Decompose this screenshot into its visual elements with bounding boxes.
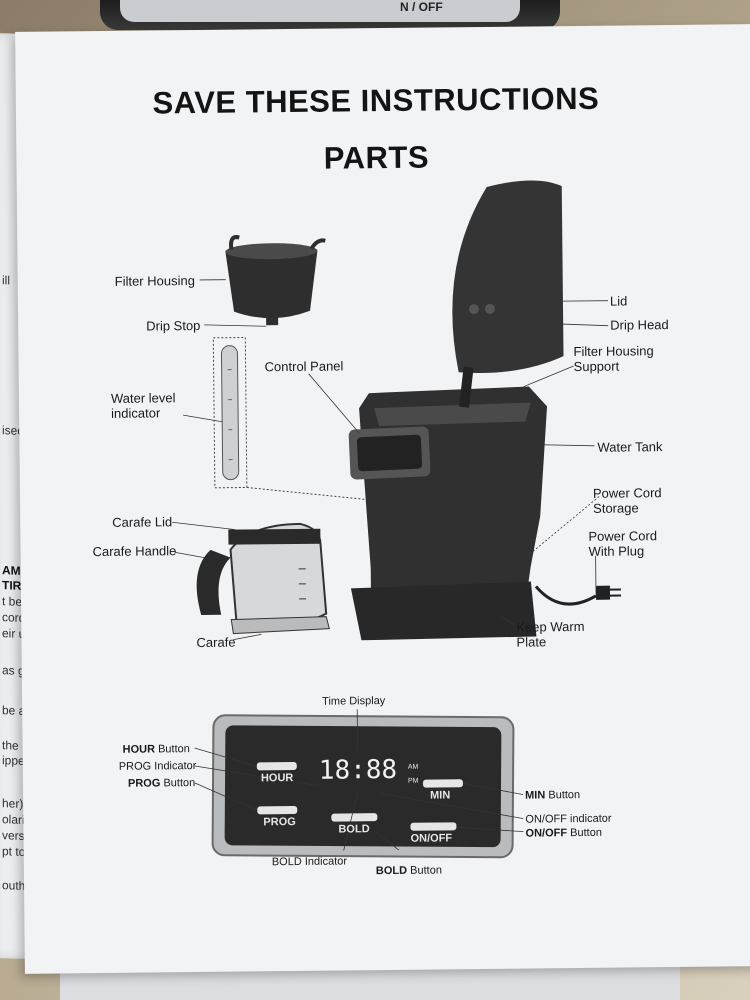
panel-prog-text: PROG bbox=[263, 815, 296, 829]
parts-diagram bbox=[172, 180, 622, 859]
label-control-panel: Control Panel bbox=[264, 358, 344, 375]
manual-page: SAVE THESE INSTRUCTIONS PARTS bbox=[15, 24, 750, 974]
label-keep-warm-1: Keep Warm bbox=[516, 618, 585, 635]
panel-bold-text: BOLD bbox=[338, 823, 370, 836]
appliance-label: N / OFF bbox=[400, 0, 443, 14]
panel-onoff-text: ON/OFF bbox=[410, 832, 453, 845]
label-filter-support-2: Support bbox=[573, 358, 620, 375]
label-onoff-button: ON/OFF Button bbox=[525, 826, 602, 840]
panel-pm-indicator: PM bbox=[407, 777, 419, 785]
coffee-maker-illustration bbox=[348, 180, 622, 641]
label-cord-plug-1: Power Cord bbox=[588, 528, 658, 544]
label-carafe-lid: Carafe Lid bbox=[112, 514, 173, 530]
label-filter-support-1: Filter Housing bbox=[573, 343, 654, 360]
panel-min-text: MIN bbox=[430, 789, 451, 802]
panel-clock-display: 18:88 bbox=[318, 754, 398, 786]
label-carafe-handle: Carafe Handle bbox=[92, 543, 177, 560]
label-cord-storage-2: Storage bbox=[593, 500, 639, 516]
label-water-tank: Water Tank bbox=[597, 439, 663, 455]
leader-lines bbox=[172, 279, 609, 641]
left-text: the bbox=[2, 738, 19, 753]
label-carafe: Carafe bbox=[196, 634, 236, 651]
label-cord-plug-2: With Plug bbox=[588, 543, 645, 559]
label-keep-warm-2: Plate bbox=[516, 634, 547, 650]
label-bold-button: BOLD Button bbox=[375, 864, 442, 878]
control-panel-illustration bbox=[194, 709, 524, 859]
filter-housing-illustration bbox=[225, 235, 326, 326]
carafe-illustration bbox=[196, 522, 330, 635]
panel-am-indicator: AM bbox=[407, 763, 419, 771]
label-lid: Lid bbox=[609, 293, 628, 309]
label-hour-button: HOUR Button bbox=[122, 743, 190, 756]
label-drip-stop: Drip Stop bbox=[146, 317, 201, 334]
label-min-button: MIN Button bbox=[525, 788, 581, 802]
label-filter-housing: Filter Housing bbox=[114, 273, 195, 289]
label-bold-indicator: BOLD Indicator bbox=[271, 855, 348, 869]
label-cord-storage-1: Power Cord bbox=[592, 485, 662, 501]
label-time-display: Time Display bbox=[322, 695, 386, 708]
label-water-level-2: indicator bbox=[111, 405, 161, 421]
panel-hour-text: HOUR bbox=[260, 772, 294, 785]
appliance-panel bbox=[120, 0, 520, 22]
left-text: ill bbox=[2, 273, 10, 288]
label-prog-button: PROG Button bbox=[127, 777, 196, 790]
label-prog-indicator: PROG Indicator bbox=[118, 760, 197, 773]
label-water-level-1: Water level bbox=[110, 390, 176, 406]
label-drip-head: Drip Head bbox=[610, 317, 669, 333]
